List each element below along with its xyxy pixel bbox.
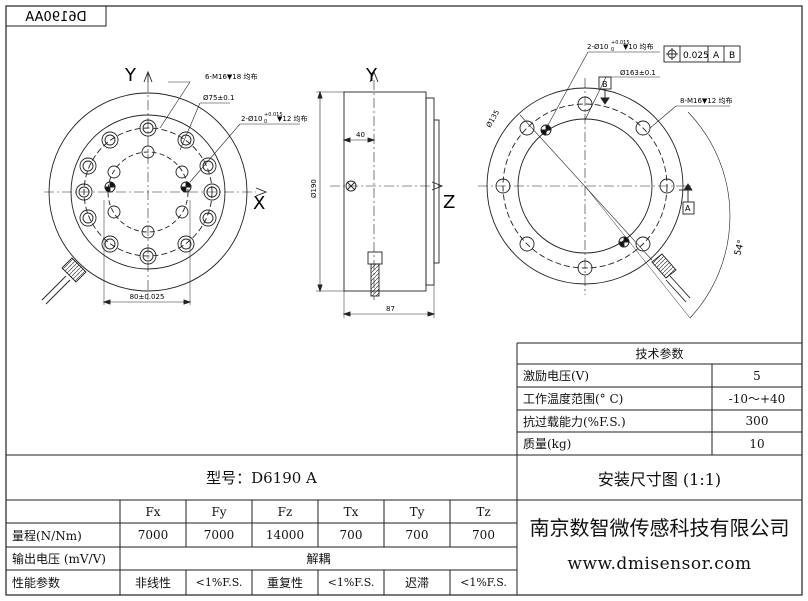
front-dim-80: 80±0.025 xyxy=(130,293,165,301)
front-note-m16: 6-M16▼18 均布 xyxy=(205,72,257,81)
perf-value: 非线性 xyxy=(134,576,171,590)
range-label: 量程(N/Nm) xyxy=(12,528,82,543)
front-inner-holes xyxy=(107,145,189,239)
drawing-title: 安装尺寸图 (1:1) xyxy=(597,469,722,489)
table-grid xyxy=(6,342,802,595)
tech-row-label: 工作温度范围(° C) xyxy=(523,392,624,406)
back-note-pin-tol2: 0 xyxy=(611,47,614,53)
tol-datum-b: B xyxy=(729,51,735,61)
back-note-m16: 8-M16▼12 均布 xyxy=(680,96,732,105)
front-view xyxy=(41,70,300,305)
side-body xyxy=(343,91,427,292)
model-col-header: Tz xyxy=(476,504,491,519)
company-name: 南京数智微传感科技有限公司 xyxy=(529,515,790,540)
front-note-pin: 2-Ø10 xyxy=(241,115,262,123)
back-dim-163: Ø163±0.1 xyxy=(620,69,656,77)
back-bolt-holes xyxy=(495,96,675,276)
tech-row-value: 300 xyxy=(745,414,769,428)
front-note-dia75: Ø75±0.1 xyxy=(203,94,234,102)
perf-value: <1%F.S. xyxy=(460,576,507,589)
output-value: 解耦 xyxy=(306,552,331,566)
back-note-pin: 2-Ø10 xyxy=(587,43,608,51)
back-dim-135: Ø135 xyxy=(485,109,501,129)
mirrored-code-text: D6190AA xyxy=(25,10,86,25)
perf-value: <1%F.S. xyxy=(195,576,243,589)
perf-value: 重复性 xyxy=(266,576,303,590)
front-pin-holes xyxy=(104,181,192,193)
front-cable xyxy=(41,257,87,305)
side-view xyxy=(316,70,444,318)
code-box xyxy=(5,5,107,27)
range-value: 7000 xyxy=(203,528,235,542)
side-dim-87: 87 xyxy=(386,305,395,313)
tech-row-label: 激励电压(V) xyxy=(523,369,590,383)
side-cable xyxy=(370,263,380,297)
range-value: 700 xyxy=(339,528,363,542)
back-note-pin-tol: +0.015 xyxy=(611,40,630,46)
company-website: www.dmisensor.com xyxy=(567,554,752,574)
front-note-pin-tol2: 0 xyxy=(264,119,267,125)
range-value: 14000 xyxy=(265,528,305,542)
side-flange xyxy=(425,97,435,286)
tech-row-label: 抗过载能力(%F.S.) xyxy=(523,414,626,429)
side-axis-z: Z xyxy=(443,192,455,213)
back-view xyxy=(478,45,741,319)
range-value: 7000 xyxy=(137,528,169,542)
side-step xyxy=(433,119,440,264)
tol-frame xyxy=(663,45,741,63)
model-col-header: Fz xyxy=(277,504,293,519)
model-label: 型号：D6190 A xyxy=(206,469,317,487)
datum-a-label: A xyxy=(685,204,691,213)
model-col-header: Fx xyxy=(145,504,161,519)
side-dim-190: Ø190 xyxy=(310,179,318,198)
side-axis-y: Y xyxy=(365,65,378,86)
perf-label: 性能参数 xyxy=(12,576,61,590)
model-col-header: Ty xyxy=(409,504,425,519)
sheet-border xyxy=(5,5,803,596)
tech-row-value: -10～+40 xyxy=(728,392,786,406)
front-axis-y: Y xyxy=(124,65,137,86)
tech-row-value: 5 xyxy=(753,368,761,383)
range-value: 700 xyxy=(472,528,495,542)
back-angle-54: 54° xyxy=(733,239,747,257)
output-label: 输出电压 (mV/V) xyxy=(12,552,106,566)
perf-value: 迟滞 xyxy=(404,576,429,590)
model-col-header: Tx xyxy=(343,504,359,519)
side-connector xyxy=(367,251,383,265)
back-pin-holes xyxy=(540,124,630,248)
datum-b-label: B xyxy=(602,80,608,89)
tech-params-title: 技术参数 xyxy=(635,347,684,361)
tol-value: 0.025 xyxy=(683,51,709,61)
perf-value: <1%F.S. xyxy=(327,576,375,589)
model-col-header: Fy xyxy=(211,504,227,519)
tol-datum-a: A xyxy=(713,51,720,61)
side-dim-40: 40 xyxy=(356,131,365,139)
tech-row-value: 10 xyxy=(749,436,765,451)
front-bolt-holes xyxy=(75,119,221,265)
front-note-pin-depth: ▼12 均布 xyxy=(277,114,308,123)
range-value: 700 xyxy=(405,528,429,542)
tech-row-label: 质量(kg) xyxy=(523,437,572,451)
front-note-pin-tol: +0.015 xyxy=(264,112,283,118)
back-note-pin-depth: ▼10 均布 xyxy=(623,42,654,51)
front-axis-x: X xyxy=(253,193,265,214)
